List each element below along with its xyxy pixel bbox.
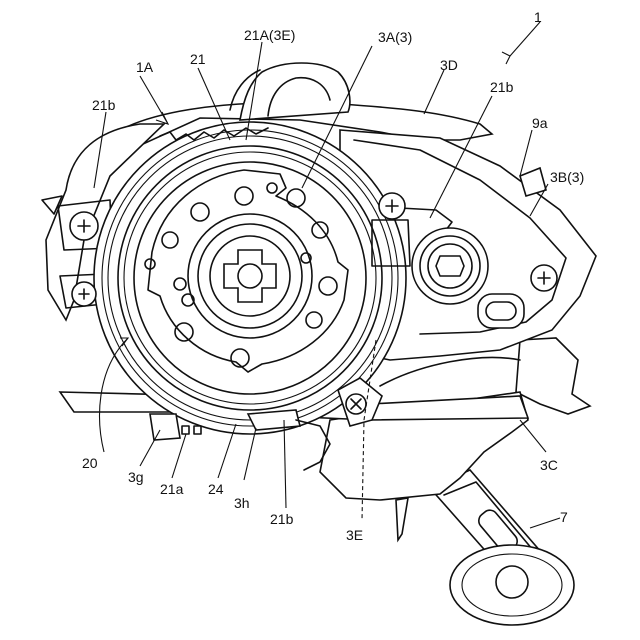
label-3g: 3g [128,469,144,485]
label-3B-3: 3B(3) [550,169,584,185]
label-21A-3E: 21A(3E) [244,27,295,43]
label-21b-bottom: 21b [270,511,294,527]
label-21: 21 [190,51,206,67]
drag-star [516,338,590,414]
handle-arm [430,470,574,625]
label-21b-top: 21b [490,79,514,95]
label-3E: 3E [346,527,363,543]
screw-right [531,265,557,291]
label-7: 7 [560,509,568,525]
reel-foot [396,498,408,540]
screw-left-upper [70,212,98,240]
label-1A: 1A [136,59,154,75]
label-21b-left: 21b [92,97,116,113]
label-3C: 3C [540,457,558,473]
label-21a: 21a [160,481,184,497]
label-20: 20 [82,455,98,471]
label-1: 1 [534,9,542,25]
label-3A-3: 3A(3) [378,29,412,45]
label-3D: 3D [440,57,458,73]
screw-left-lower [72,282,96,306]
screw-top-right [379,193,405,219]
label-24: 24 [208,481,224,497]
label-9a: 9a [532,115,548,131]
label-3h: 3h [234,495,250,511]
